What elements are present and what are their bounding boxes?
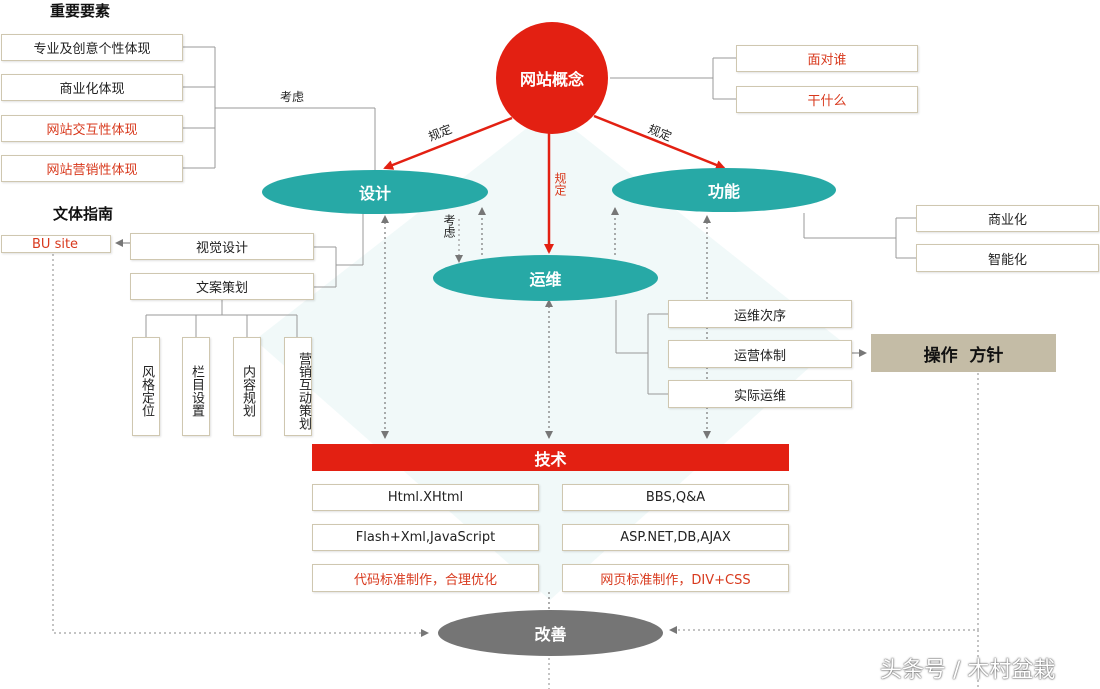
ops-policy-box: 操作 方针 [871,334,1056,372]
function-item: 商业化 [916,205,1099,232]
arrow-concept-function [593,114,726,170]
writing-item: 视觉设计 [130,233,314,260]
arrow-concept-design [383,116,513,170]
tech-item: 网页标准制作，DIV+CSS [562,564,789,592]
tech-item: Html.XHtml [312,484,539,511]
concept-aspect-item: 面对谁 [736,45,918,72]
concept-aspect-item: 干什么 [736,86,918,113]
key-element-item: 网站营销性体现 [1,155,183,182]
sub-item: 内容规划 [233,337,261,436]
ops-bracket [615,300,668,395]
function-bracket [803,213,916,259]
sub-items-tree [145,300,298,337]
key-elements-heading: 重要要素 [50,2,111,20]
writing-item: 文案策划 [130,273,314,300]
sub-item: 营销互动策划 [284,337,312,436]
writing-bracket [314,212,364,288]
key-elements-bracket [183,46,376,172]
tech-bar: 技术 [312,444,789,471]
improve-node: 改善 [438,610,663,656]
concept-right-bracket [610,57,736,100]
ops-item: 运维次序 [668,300,852,328]
sub-item: 栏目设置 [182,337,210,436]
ops-item: 运营体制 [668,340,852,368]
key-element-item: 网站交互性体现 [1,115,183,142]
ops-node: 运维 [433,255,658,301]
sub-item: 风格定位 [132,337,160,436]
key-element-item: 专业及创意个性体现 [1,34,183,61]
writing-guide-heading: 文体指南 [53,205,114,223]
tech-item: ASP.NET,DB,AJAX [562,524,789,551]
key-element-item: 商业化体现 [1,74,183,101]
tech-item: Flash+Xml,JavaScript [312,524,539,551]
function-node: 功能 [612,168,836,212]
watermark: 头条号 / 木村盆栽 [880,658,1056,683]
rule-label-center: 规定 [553,172,567,196]
tech-item: 代码标准制作，合理优化 [312,564,539,592]
concept-node: 网站概念 [496,22,608,134]
tech-item: BBS,Q&A [562,484,789,511]
function-item: 智能化 [916,244,1099,272]
design-node: 设计 [262,170,488,214]
consider-label: 考虑 [280,90,305,104]
consider-label-mid: 考虑 [442,214,456,238]
bu-site-label: BU site [1,235,111,253]
ops-item: 实际运维 [668,380,852,408]
